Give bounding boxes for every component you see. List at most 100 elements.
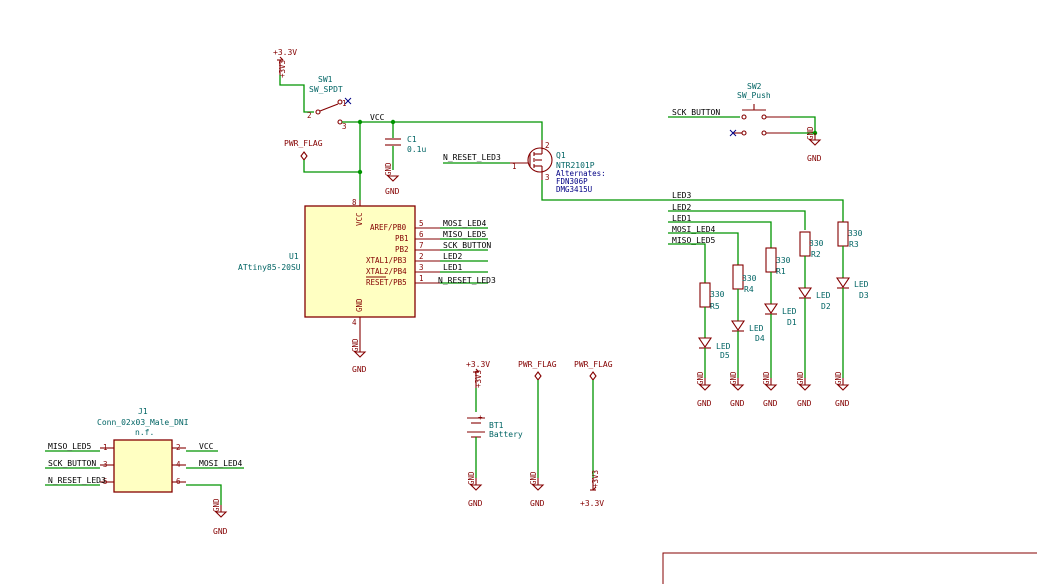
net-label-vcc[interactable]: VCC — [370, 113, 385, 122]
u1-gnd-symbol[interactable]: GND GND — [351, 338, 367, 374]
wire-led2 — [668, 210, 806, 230]
wire-mosi — [668, 232, 739, 265]
bt1-ref: BT1 — [489, 421, 504, 430]
wire-sw2-gnd — [790, 116, 816, 134]
sw2-gnd-symbol[interactable]: GND GND — [806, 126, 822, 163]
u1-gnd-label: GND — [352, 365, 367, 374]
net-label-led3[interactable]: LED3 — [672, 191, 691, 200]
u1-attiny85[interactable]: 8 VCC GND 4 U1 ATtiny85-20SU AREF/PB0 PB… — [238, 198, 440, 340]
j1-value: Conn_02x03_Male_DNI — [97, 418, 189, 427]
q1-alt-2: DMG3415U — [556, 185, 592, 194]
svg-text:AREF/PB0: AREF/PB0 — [370, 223, 407, 232]
wire-led1 — [668, 221, 772, 248]
wire-33v-sw1 — [279, 75, 314, 113]
svg-text:GND: GND — [384, 162, 393, 176]
svg-text:R4: R4 — [744, 285, 754, 294]
pwr-flag-vcc-label: PWR_FLAG — [284, 139, 323, 148]
pwr-flag-33v[interactable]: PWR_FLAG +3V3 +3.3V — [574, 360, 613, 508]
svg-text:XTAL1/PB3: XTAL1/PB3 — [366, 256, 407, 265]
j1-connector[interactable]: J1 Conn_02x03_Male_DNI n.f. 1 3 5 2 4 6 — [97, 407, 189, 493]
svg-text:GND: GND — [835, 399, 850, 408]
net-label-mosi-j1: MOSI_LED4 — [199, 459, 243, 468]
svg-text:D4: D4 — [755, 334, 765, 343]
c1-gnd-symbol[interactable]: GND GND — [384, 162, 400, 196]
r4-d4-chain[interactable]: 330 R4 LED D4 — [730, 264, 765, 378]
sw1-no-connect-mark — [344, 97, 352, 105]
svg-text:330: 330 — [809, 239, 824, 248]
sw1-switch[interactable]: SW1 SW_SPDT 2 1 3 — [307, 75, 352, 131]
c1-value: 0.1u — [407, 145, 426, 154]
sw1-ref: SW1 — [318, 75, 333, 84]
wire-miso — [668, 243, 706, 283]
sw1-pin-1: 1 — [342, 99, 347, 108]
net-label-n-reset-q1: N_RESET_LED3 — [443, 153, 501, 162]
j1-net-labels: MISO_LED5 SCK_BUTTON N_RESET_LED3 VCC MO… — [45, 442, 244, 505]
bt1-power-symbol[interactable]: +3.3V +3V3 — [466, 360, 490, 388]
svg-text:GND: GND — [730, 399, 745, 408]
q1-alternates-title: Alternates: — [556, 169, 606, 178]
j1-gnd-symbol[interactable]: GND GND — [212, 498, 228, 536]
r2-d2-chain[interactable]: 330 R2 LED D2 — [797, 231, 831, 378]
svg-text:330: 330 — [776, 256, 791, 265]
q1-mosfet[interactable]: N_RESET_LED3 1 2 3 Q1 NTR2101P Alternate… — [443, 140, 606, 194]
svg-text:GND: GND — [697, 399, 712, 408]
c1-capacitor[interactable]: C1 0.1u — [385, 122, 426, 170]
pwr-flag-gnd[interactable]: PWR_FLAG GND GND — [518, 360, 557, 508]
svg-text:5: 5 — [419, 219, 424, 228]
r1-d1-chain[interactable]: 330 R1 LED D1 — [763, 247, 797, 378]
net-label-vcc-j1: VCC — [199, 442, 214, 451]
svg-text:GND: GND — [467, 471, 476, 485]
svg-text:RESET/PB5: RESET/PB5 — [366, 278, 407, 287]
net-label-mosi-u1: MOSI_LED4 — [443, 219, 487, 228]
svg-text:XTAL2/PB4: XTAL2/PB4 — [366, 267, 407, 276]
sw1-power-symbol[interactable]: +3.3V +3V3 — [273, 48, 297, 78]
bt1-gnd-symbol[interactable]: GND GND — [467, 471, 483, 508]
svg-text:+3.3V: +3.3V — [580, 499, 604, 508]
svg-text:LED: LED — [749, 324, 764, 333]
net-label-miso: MISO_LED5 — [672, 236, 716, 245]
bt1-battery[interactable]: + BT1 Battery — [467, 388, 523, 478]
q1-alt-1: FDN306P — [556, 177, 588, 186]
svg-text:1: 1 — [512, 162, 517, 171]
svg-text:D1: D1 — [787, 318, 797, 327]
net-label-miso-j1: MISO_LED5 — [48, 442, 92, 451]
svg-text:GND: GND — [806, 126, 815, 140]
u1-gnd-pin: GND — [355, 298, 364, 312]
r5-d5-chain[interactable]: 330 R5 LED D5 — [697, 282, 731, 378]
svg-text:8: 8 — [352, 198, 357, 207]
pwr-flag-vcc[interactable]: PWR_FLAG — [284, 139, 323, 161]
svg-text:LED: LED — [854, 280, 869, 289]
svg-text:GND: GND — [213, 527, 228, 536]
q1-value: NTR2101P — [556, 161, 595, 170]
svg-text:GND: GND — [351, 338, 360, 352]
svg-text:GND: GND — [530, 499, 545, 508]
sw2-gnd-label: GND — [807, 154, 822, 163]
net-label-nreset-j1: N_RESET_LED3 — [48, 476, 106, 485]
c1-ref: C1 — [407, 135, 417, 144]
svg-text:2: 2 — [419, 252, 424, 261]
u1-net-labels: MOSI_LED4 MISO_LED5 SCK_BUTTON LED2 LED1… — [438, 219, 496, 285]
svg-text:PWR_FLAG: PWR_FLAG — [518, 360, 557, 369]
svg-text:LED: LED — [716, 342, 731, 351]
svg-text:LED: LED — [816, 291, 831, 300]
svg-text:GND: GND — [796, 371, 805, 385]
j1-note: n.f. — [135, 428, 154, 437]
svg-text:R5: R5 — [710, 302, 720, 311]
title-block-border — [662, 552, 1037, 584]
svg-text:GND: GND — [762, 371, 771, 385]
bt1-value: Battery — [489, 430, 523, 439]
sw1-v33-pin: +3V3 — [278, 60, 287, 78]
svg-text:GND: GND — [529, 471, 538, 485]
r3-d3-chain[interactable]: 330 R3 LED D3 — [835, 221, 869, 378]
q1-ref: Q1 — [556, 151, 566, 160]
svg-text:330: 330 — [742, 274, 757, 283]
svg-text:6: 6 — [419, 230, 424, 239]
wire-led3 — [541, 180, 844, 222]
svg-text:+3V3: +3V3 — [591, 470, 600, 488]
u1-vcc-pin: VCC — [355, 212, 364, 226]
sw2-pushbutton[interactable]: SW2 SW_Push SCK_BUTTON — [668, 82, 790, 137]
svg-text:D5: D5 — [720, 351, 730, 360]
led-gnd-symbols[interactable]: GND GND GND GND GND GND GND GND GND GND — [696, 371, 850, 408]
net-label-sck-sw2: SCK_BUTTON — [672, 108, 720, 117]
